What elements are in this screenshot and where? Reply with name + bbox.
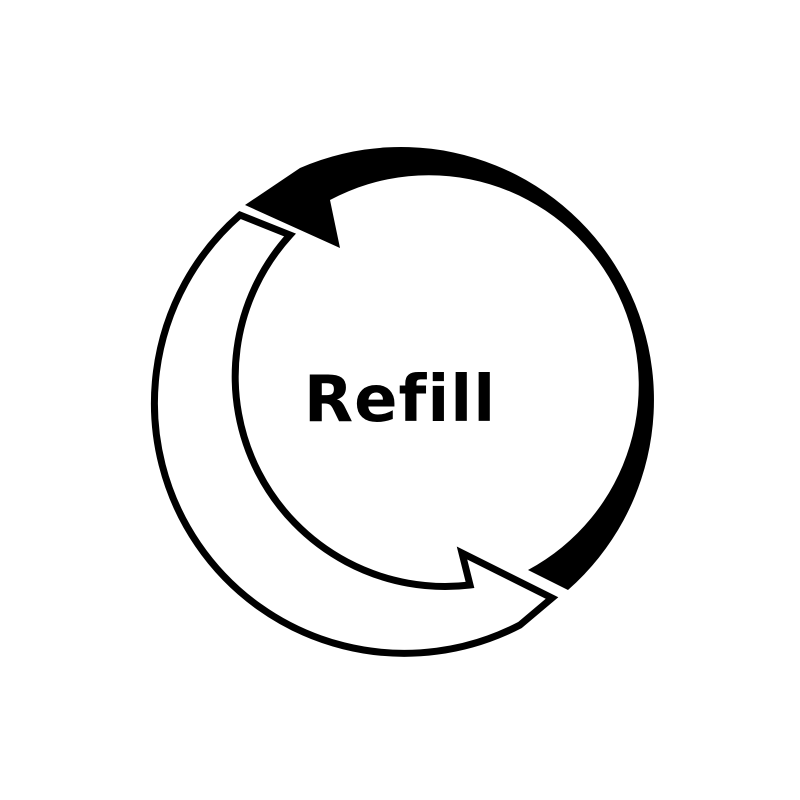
refill-label: Refill (303, 363, 497, 437)
outline-arrow-arc (150, 210, 559, 657)
solid-arrow-arc (245, 146, 654, 591)
